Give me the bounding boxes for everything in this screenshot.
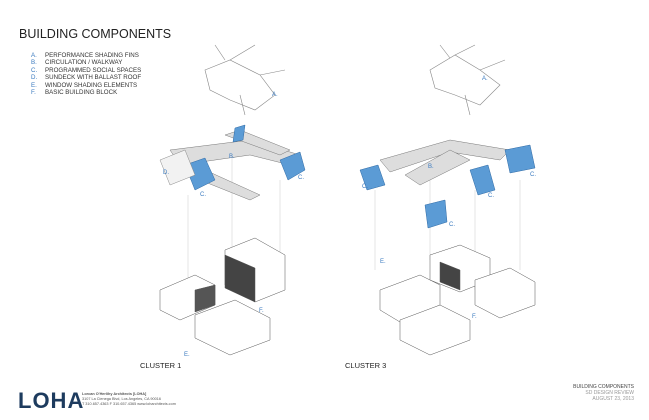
label-a: A. bbox=[482, 76, 488, 82]
legend-label: CIRCULATION / WALKWAY bbox=[45, 59, 123, 67]
legend-key: E. bbox=[31, 81, 37, 89]
legend-label: PERFORMANCE SHADING FINS bbox=[45, 52, 139, 59]
fin-lines bbox=[214, 44, 286, 116]
title-block: BUILDING COMPONENTS SD DESIGN REVIEW AUG… bbox=[573, 384, 634, 402]
label-c: C. bbox=[530, 172, 536, 178]
shading-fins-cluster3 bbox=[429, 54, 501, 106]
building-blocks bbox=[159, 237, 536, 356]
legend: A. PERFORMANCE SHADING FINS B. CIRCULATION… bbox=[31, 52, 141, 96]
label-e: E. bbox=[184, 352, 190, 358]
label-a: A. bbox=[272, 92, 278, 98]
page-title: BUILDING COMPONENTS bbox=[19, 27, 172, 41]
legend-key: B. bbox=[31, 59, 37, 67]
legend-key: F. bbox=[31, 89, 36, 97]
label-c: C. bbox=[449, 222, 455, 228]
legend-key: A. bbox=[31, 52, 37, 59]
label-c: C. bbox=[488, 193, 494, 199]
legend-item: B. CIRCULATION / WALKWAY bbox=[31, 59, 141, 66]
firm-address: 3107 La Cienega Blvd, Los Angeles, CA 90… bbox=[82, 397, 161, 401]
cluster-1-label: CLUSTER 1 bbox=[140, 361, 182, 370]
phase: SD DESIGN REVIEW bbox=[585, 390, 634, 396]
label-d: D. bbox=[163, 170, 169, 176]
label-f: F. bbox=[259, 308, 264, 314]
label-b: B. bbox=[229, 154, 235, 160]
date: AUGUST 23, 2013 bbox=[592, 396, 634, 402]
legend-label: BASIC BUILDING BLOCK bbox=[45, 89, 118, 97]
legend-item: D. SUNDECK WITH BALLAST ROOF bbox=[31, 74, 141, 81]
legend-item: E. WINDOW SHADING ELEMENTS bbox=[31, 82, 141, 89]
legend-item: A. PERFORMANCE SHADING FINS bbox=[31, 52, 141, 59]
label-b: B. bbox=[428, 164, 434, 170]
legend-item: C. PROGRAMMED SOCIAL SPACES bbox=[31, 67, 141, 74]
legend-label: WINDOW SHADING ELEMENTS bbox=[45, 81, 138, 89]
label-f: F. bbox=[472, 314, 477, 320]
label-c: C. bbox=[298, 175, 304, 181]
cluster-3-label: CLUSTER 3 bbox=[345, 361, 387, 370]
sheet-title: BUILDING COMPONENTS bbox=[573, 384, 634, 390]
firm-name: Lorcan O'Herlihy Architects [LOHA] bbox=[82, 392, 147, 396]
firm-info: Lorcan O'Herlihy Architects [LOHA] 3107 … bbox=[82, 392, 176, 407]
legend-item: F. BASIC BUILDING BLOCK bbox=[31, 89, 141, 96]
sundeck bbox=[159, 149, 196, 186]
social-spaces bbox=[184, 124, 536, 229]
loha-logo: LOHA bbox=[18, 388, 85, 413]
legend-label: SUNDECK WITH BALLAST ROOF bbox=[45, 74, 142, 82]
firm-contact: T 310.657.4363 F 310.657.4365 www.loharc… bbox=[82, 402, 176, 406]
walkway-cluster3 bbox=[379, 139, 511, 186]
shading-fins-cluster1 bbox=[204, 59, 276, 111]
legend-key: D. bbox=[31, 74, 38, 82]
label-c: C. bbox=[362, 184, 368, 190]
legend-key: C. bbox=[31, 66, 38, 74]
label-c: C. bbox=[200, 192, 206, 198]
fin-lines bbox=[439, 44, 506, 116]
label-e: E. bbox=[380, 259, 386, 265]
legend-label: PROGRAMMED SOCIAL SPACES bbox=[45, 66, 142, 74]
